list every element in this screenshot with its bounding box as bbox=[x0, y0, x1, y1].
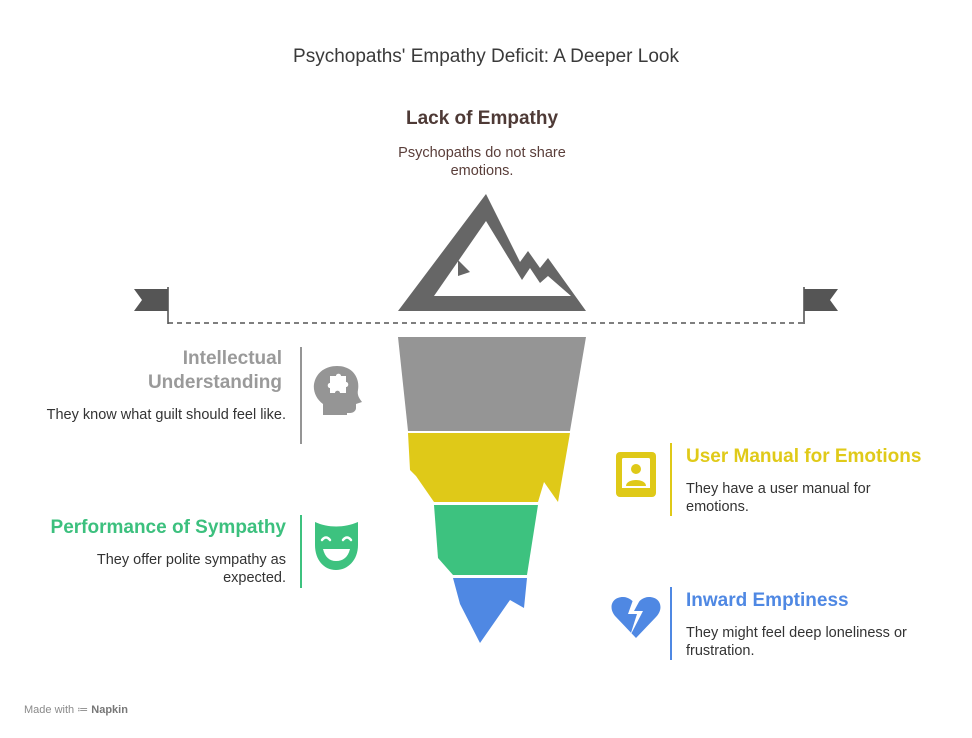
diagram-title: Psychopaths' Empathy Deficit: A Deeper L… bbox=[293, 46, 679, 67]
iceberg-peak bbox=[398, 194, 586, 311]
intellectual-understanding-heading: Intellectual Understanding bbox=[147, 348, 282, 393]
peak-notch bbox=[458, 260, 470, 276]
performance-of-sympathy-description: They offer polite sympathy as expected. bbox=[96, 552, 286, 586]
footer-brand: Napkin bbox=[91, 704, 128, 716]
waterline bbox=[134, 287, 838, 324]
performance-of-sympathy-heading: Performance of Sympathy bbox=[50, 517, 286, 538]
layer-user-manual bbox=[408, 433, 570, 502]
emptiness-divider bbox=[670, 587, 672, 660]
intellectual-understanding-description: They know what guilt should feel like. bbox=[46, 407, 286, 423]
manual-book-icon bbox=[616, 452, 656, 497]
lack-of-empathy-heading: Lack of Empathy bbox=[405, 108, 559, 129]
broken-heart-icon bbox=[611, 597, 661, 638]
right-flag bbox=[804, 289, 838, 311]
manual-divider bbox=[670, 443, 672, 516]
sympathy-divider bbox=[300, 515, 302, 588]
user-manual-heading: User Manual for Emotions bbox=[686, 446, 922, 467]
footer-credit: Made with ≔ Napkin bbox=[24, 703, 128, 716]
layer-inward-emptiness bbox=[453, 578, 527, 643]
napkin-logo-icon: ≔ bbox=[77, 704, 89, 716]
inward-emptiness-description: They might feel deep loneliness or frust… bbox=[686, 625, 907, 659]
layer-intellectual bbox=[398, 337, 586, 431]
left-flag bbox=[134, 289, 168, 311]
intellectual-divider bbox=[300, 347, 302, 444]
user-manual-description: They have a user manual for emotions. bbox=[686, 481, 871, 515]
layer-sympathy bbox=[434, 505, 538, 575]
inward-emptiness-heading: Inward Emptiness bbox=[686, 590, 849, 611]
peak-snow bbox=[434, 221, 571, 296]
head-puzzle-icon bbox=[313, 366, 362, 415]
smiling-mask-icon bbox=[315, 522, 358, 570]
footer-prefix: Made with bbox=[24, 704, 75, 716]
lack-of-empathy-description: Psychopaths do not share emotions. bbox=[398, 145, 566, 179]
